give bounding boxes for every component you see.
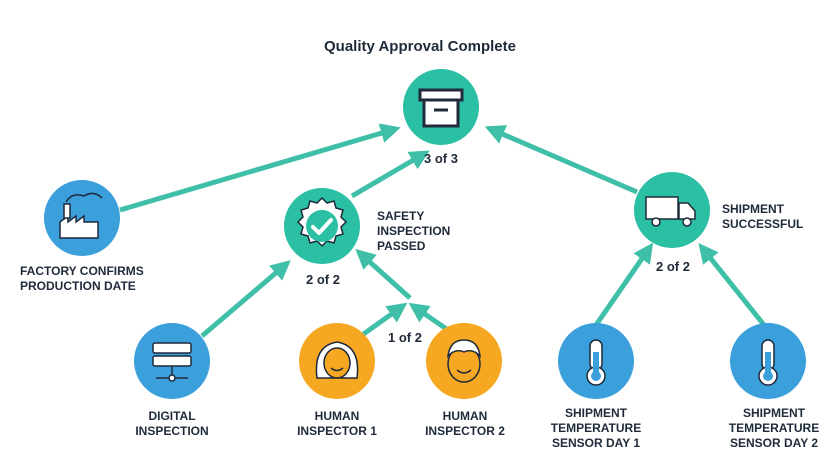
female-face-icon <box>315 341 359 379</box>
arrow-sensor2-to-shipment <box>698 242 766 327</box>
checkmark-badge-icon <box>296 196 348 248</box>
diagram-title: Quality Approval Complete <box>324 38 516 55</box>
server-icon <box>152 342 192 382</box>
male-face-icon <box>446 339 482 383</box>
human1-label: HUMAN INSPECTOR 1 <box>297 409 377 438</box>
digital-label: DIGITAL INSPECTION <box>135 409 209 438</box>
safety-node <box>284 188 360 264</box>
factory-label: FACTORY CONFIRMS PRODUCTION DATE <box>20 264 144 293</box>
human-join-count: 1 of 2 <box>388 330 422 345</box>
shipment-label: SHIPMENT SUCCESSFUL <box>722 202 804 231</box>
arrow-human2-to-join <box>408 302 450 333</box>
thermometer-icon <box>758 339 778 386</box>
human1-node <box>299 323 375 399</box>
approval-node <box>403 69 479 145</box>
digital-node <box>134 323 210 399</box>
human2-label: HUMAN INSPECTOR 2 <box>425 409 505 438</box>
box-icon <box>418 88 464 128</box>
sensor2-label: SHIPMENT TEMPERATURE SENSOR DAY 2 <box>728 406 820 450</box>
factory-icon <box>59 192 103 239</box>
arrow-join-to-safety <box>355 248 412 300</box>
arrow-safety-to-approval <box>350 150 430 199</box>
arrow-sensor1-to-shipment <box>593 242 654 327</box>
arrow-digital-to-safety <box>200 260 291 338</box>
shipment-count: 2 of 2 <box>656 259 690 274</box>
arrow-shipment-to-approval <box>484 125 638 195</box>
truck-icon <box>645 196 696 227</box>
shipment-node <box>634 172 710 248</box>
arrow-factory-to-approval <box>119 123 401 213</box>
approval-count: 3 of 3 <box>424 151 458 166</box>
sensor1-label: SHIPMENT TEMPERATURE SENSOR DAY 1 <box>550 406 642 450</box>
human2-node <box>426 323 502 399</box>
safety-label: SAFETY INSPECTION PASSED <box>377 209 451 253</box>
safety-count: 2 of 2 <box>306 272 340 287</box>
factory-node <box>44 180 120 256</box>
sensor1-node <box>558 323 634 399</box>
arrow-human1-to-join <box>356 302 408 341</box>
thermometer-icon <box>586 339 606 386</box>
sensor2-node <box>730 323 806 399</box>
